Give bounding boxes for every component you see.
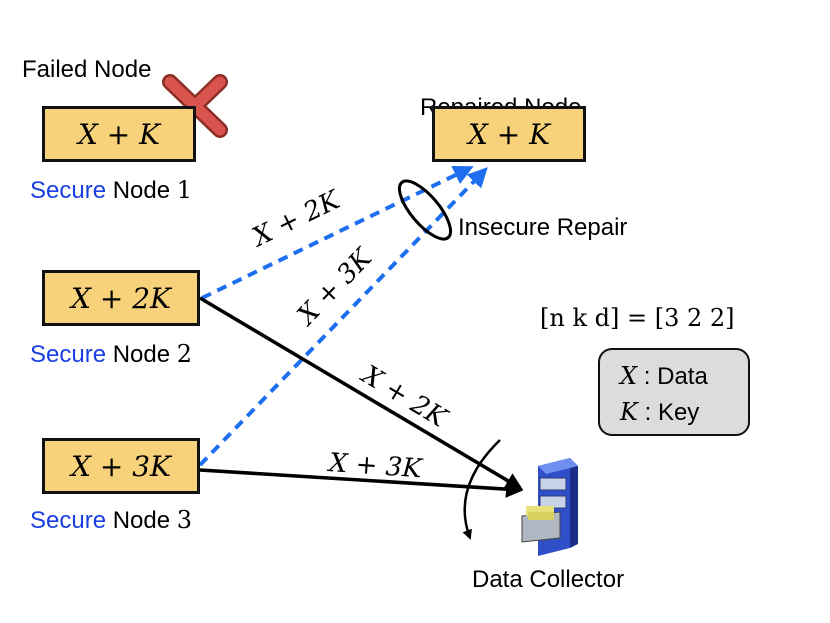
node1-box: X + K (42, 106, 196, 162)
node2-name: Node (112, 341, 171, 368)
legend-row-key: K : Key (620, 398, 700, 426)
legend-desc-data: Data (657, 363, 708, 390)
node1-content: X + K (77, 117, 161, 151)
repaired-content: X + K (467, 117, 551, 151)
failed-node-label: Failed Node (22, 56, 152, 83)
legend-row-data: X : Data (620, 362, 708, 390)
node1-index: 1 (176, 176, 193, 204)
node2-box: X + 2K (42, 270, 200, 326)
node3-content: X + 3K (71, 449, 171, 483)
legend-box: X : Data K : Key (598, 348, 750, 436)
node1-secure: Secure (30, 177, 107, 204)
node2-index: 2 (176, 340, 193, 368)
node3-caption: Secure Node 3 (30, 506, 192, 535)
node1-name: Node (112, 177, 171, 204)
node3-index: 3 (176, 506, 193, 534)
legend-symbol-x: X (620, 362, 638, 390)
node2-secure: Secure (30, 341, 107, 368)
collect-edge-label-node3: X + 3K (327, 448, 423, 485)
collect-edge-node2 (199, 296, 524, 490)
node2-caption: Secure Node 2 (30, 340, 192, 369)
insecure-repair-ellipse (397, 179, 453, 241)
legend-desc-key: Key (657, 399, 700, 426)
file-cabinet-icon (521, 458, 578, 556)
data-collector-label: Data Collector (472, 566, 625, 593)
parameters-label: [n k d] = [3 2 2] (540, 304, 735, 332)
insecure-repair-label: Insecure Repair (458, 214, 628, 241)
node1-caption: Secure Node 1 (30, 176, 192, 205)
repair-edge-node3 (198, 167, 488, 467)
collect-edge-node3 (199, 468, 524, 498)
node3-name: Node (112, 507, 171, 534)
node2-content: X + 2K (71, 281, 171, 315)
legend-symbol-k: K (620, 398, 638, 426)
repaired-node-box: X + K (432, 106, 586, 162)
node3-box: X + 3K (42, 438, 200, 494)
collector-arc (462, 444, 496, 540)
node3-secure: Secure (30, 507, 107, 534)
